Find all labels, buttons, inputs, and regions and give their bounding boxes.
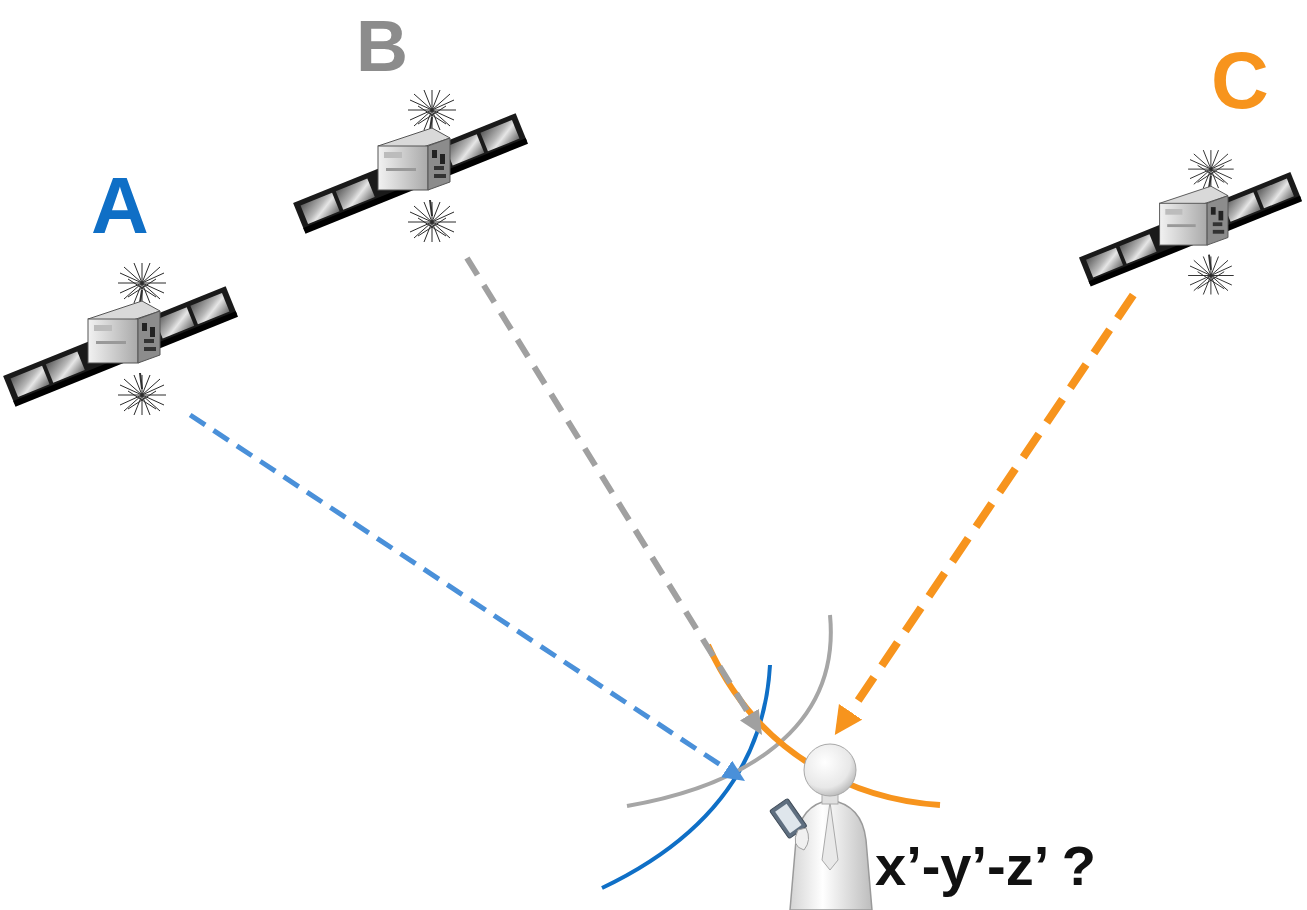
satellite-c <box>1079 150 1302 294</box>
satellite-node: B <box>295 5 525 258</box>
satellite-node: C <box>1075 30 1302 295</box>
range-arc <box>708 645 940 805</box>
satellite-letter: B <box>356 10 408 82</box>
range-arc <box>602 665 770 888</box>
satellite-letter: C <box>1211 41 1269 121</box>
signal-arrow <box>190 415 728 770</box>
satellite-node: A <box>5 160 240 415</box>
satellite-b <box>293 90 528 242</box>
person-figure <box>770 744 872 910</box>
signal-arrow <box>849 295 1133 713</box>
satellite-a <box>3 263 238 415</box>
receiver-node: x’-y’-z’ ? <box>745 735 1200 905</box>
range-arc <box>627 615 831 806</box>
position-label: x’-y’-z’ ? <box>875 838 1096 894</box>
signal-arrow <box>467 258 750 716</box>
satellite-letter: A <box>91 166 149 246</box>
